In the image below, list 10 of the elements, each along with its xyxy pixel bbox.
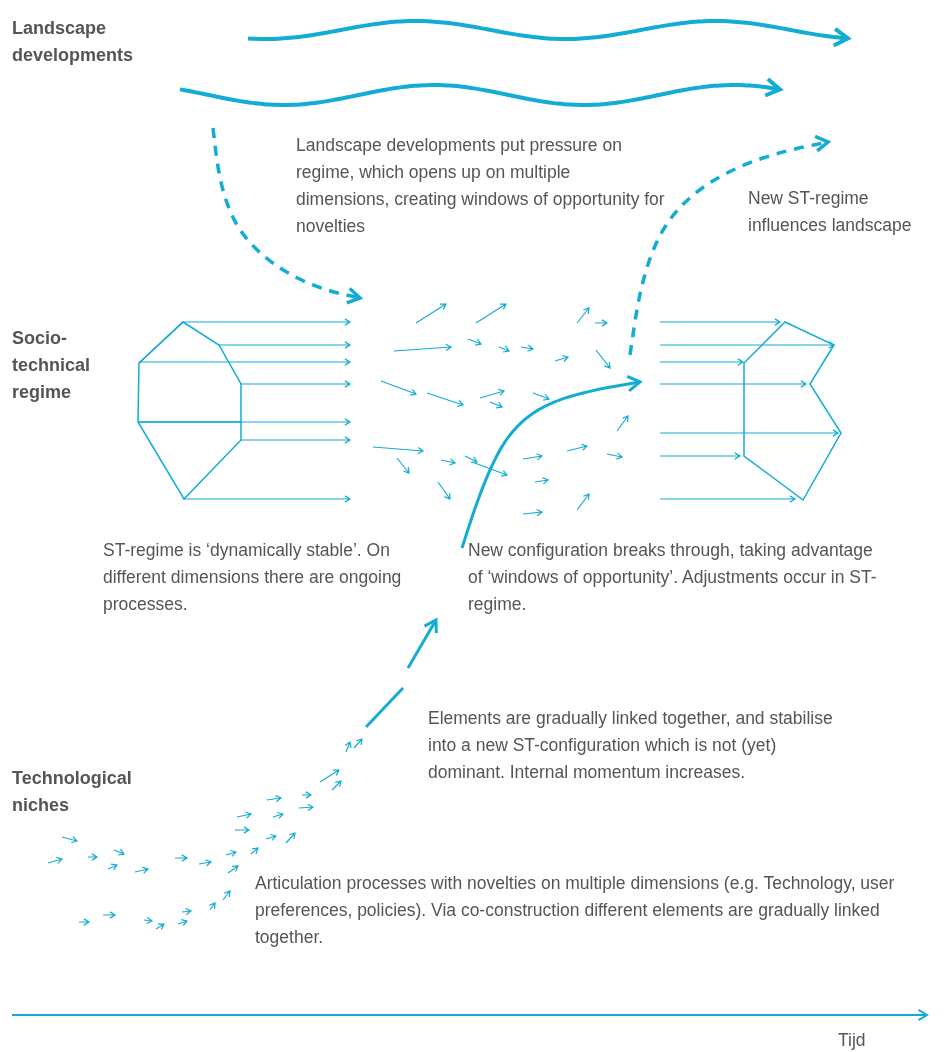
level-heading: Landscape developments	[12, 17, 135, 67]
level-heading: Technological niches	[12, 767, 133, 817]
annotation-text: Landscape developments put pressure on regime, which opens up on multiple dimensions, creating windows of opportunity for novelties	[296, 134, 666, 238]
annotation-text: ST-regime is ‘dynamically stable’. On different dimensions there are ongoing processes.	[103, 539, 403, 616]
annotation-text: Articulation processes with novelties on multiple dimensions (e.g. Technology, user preferences, policies). Via co-construction different elements are gradually linked together.	[255, 872, 896, 949]
level-heading: Socio-technical regime	[12, 327, 92, 404]
annotation-text: Elements are gradually linked together, and stabilise into a new ST-configuration which is not (yet) dominant. Internal momentum increases.	[428, 707, 834, 784]
annotation-text: New configuration breaks through, taking advantage of ‘windows of opportunity’. Adjustments occur in ST-regime.	[468, 539, 878, 616]
annotation-text: New ST-regime influences landscape	[748, 187, 913, 237]
axis-label: Tijd	[838, 1029, 867, 1052]
